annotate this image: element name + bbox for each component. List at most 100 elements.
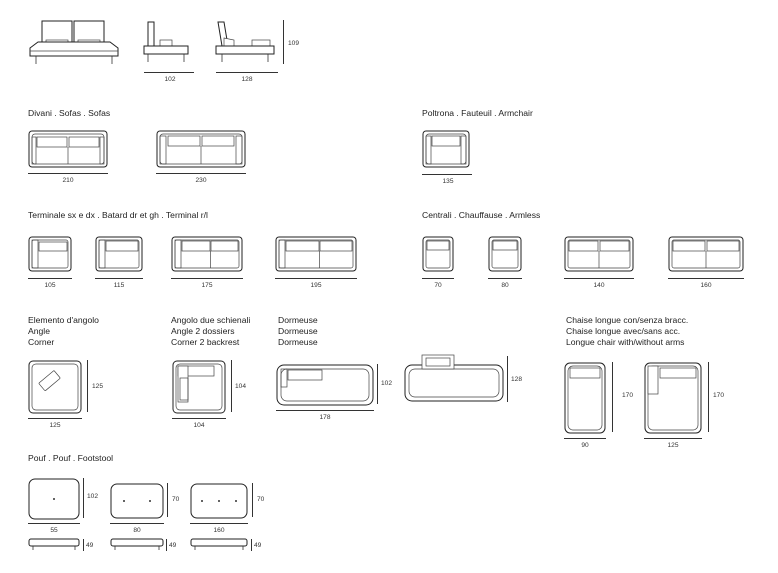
armless-160-plan bbox=[668, 236, 744, 272]
dormeuse-width-dim-line bbox=[276, 410, 374, 411]
armless-160-dim-line bbox=[668, 278, 744, 279]
armchair-dim-line bbox=[422, 174, 472, 175]
sofas-header: Divani . Sofas . Sofas bbox=[28, 108, 111, 118]
chaise2-depth-dim-line bbox=[708, 362, 709, 432]
corner2-header: Angolo due schienali Angle 2 dossiers Co… bbox=[171, 315, 250, 348]
chaise-header-line2: Chaise longue avec/sans acc. bbox=[566, 326, 681, 336]
chaise-plan bbox=[564, 362, 606, 434]
pouf-55-plan bbox=[28, 478, 80, 520]
corner2-width-dim-line bbox=[172, 418, 226, 419]
dormeuse2-depth-dim: 128 bbox=[511, 376, 523, 383]
corner-width-dim: 125 bbox=[49, 422, 61, 429]
top-side-a-dim: 102 bbox=[164, 76, 176, 83]
dormeuse-header-line1: Dormeuse bbox=[278, 315, 318, 325]
pouf-55-depth-dim-line bbox=[83, 478, 84, 518]
chaise-width-dim: 90 bbox=[581, 442, 589, 449]
chaise-depth-dim-line bbox=[612, 362, 613, 432]
top-height-dim-line bbox=[283, 20, 284, 64]
pouf-160-width-dim-line bbox=[190, 523, 248, 524]
terminal-175-plan bbox=[171, 236, 243, 272]
terminal-105-plan bbox=[28, 236, 72, 272]
corner2-depth-dim: 104 bbox=[235, 383, 247, 390]
pouf-55-height-dim: 49 bbox=[86, 542, 94, 549]
dormeuse-header-line3: Dormeuse bbox=[278, 337, 318, 347]
pouf-80-height-dim-line bbox=[166, 539, 167, 551]
chaise-header-line3: Longue chair with/without arms bbox=[566, 337, 685, 347]
corner-depth-dim-line bbox=[87, 360, 88, 412]
armless-80-plan bbox=[488, 236, 522, 272]
sofa-210-plan bbox=[28, 130, 108, 168]
terminals-header: Terminale sx e dx . Batard dr et gh . Te… bbox=[28, 210, 208, 220]
corner2-depth-dim-line bbox=[231, 360, 232, 412]
pouf-80-height-dim: 49 bbox=[169, 542, 177, 549]
armless-70-dim-line bbox=[422, 278, 454, 279]
corner2-header-line2: Angle 2 dossiers bbox=[171, 326, 235, 336]
terminal-175-dim-line bbox=[171, 278, 243, 279]
armchair-plan bbox=[422, 130, 470, 168]
armless-140-dim: 140 bbox=[593, 282, 605, 289]
corner-depth-dim: 125 bbox=[92, 383, 104, 390]
pouf-160-width-dim: 160 bbox=[213, 527, 225, 534]
dormeuse2-depth-dim-line bbox=[507, 356, 508, 402]
dormeuse2-plan bbox=[404, 354, 504, 402]
pouf-160-elevation bbox=[190, 538, 248, 550]
armless-80-dim: 80 bbox=[501, 282, 509, 289]
corner-header-line1: Elemento d'angolo bbox=[28, 315, 99, 325]
dormeuse-header: Dormeuse Dormeuse Dormeuse bbox=[278, 315, 318, 348]
top-side-b-dim-line bbox=[216, 72, 278, 73]
dormeuse-width-dim: 178 bbox=[319, 414, 331, 421]
pouf-80-width-dim-line bbox=[110, 523, 164, 524]
armless-160-dim: 160 bbox=[700, 282, 712, 289]
sofa-side-view-b bbox=[215, 21, 275, 62]
pouf-80-width-dim: 80 bbox=[133, 527, 141, 534]
sofa-side-view-a bbox=[143, 21, 189, 62]
armless-70-plan bbox=[422, 236, 454, 272]
top-side-a-dim-line bbox=[144, 72, 194, 73]
pouf-160-plan bbox=[190, 483, 248, 519]
chaise2-plan bbox=[644, 362, 702, 434]
pouf-55-height-dim-line bbox=[83, 539, 84, 551]
chaise2-width-dim-line bbox=[644, 438, 702, 439]
terminal-175-dim: 175 bbox=[201, 282, 213, 289]
top-height-dim: 109 bbox=[288, 40, 300, 47]
armless-140-plan bbox=[564, 236, 634, 272]
pouf-80-depth-dim-line bbox=[167, 483, 168, 517]
pouf-55-depth-dim: 102 bbox=[87, 493, 99, 500]
terminal-195-plan bbox=[275, 236, 357, 272]
corner-width-dim-line bbox=[28, 418, 82, 419]
dormeuse-depth-dim: 102 bbox=[381, 380, 393, 387]
corner-header-line3: Corner bbox=[28, 337, 55, 347]
corner-plan bbox=[28, 360, 82, 414]
armchair-dim: 135 bbox=[442, 178, 454, 185]
terminal-115-plan bbox=[95, 236, 143, 272]
pouf-160-height-dim: 49 bbox=[254, 542, 262, 549]
top-side-b-dim: 128 bbox=[241, 76, 253, 83]
chaise2-depth-dim: 170 bbox=[713, 392, 725, 399]
terminal-115-dim-line bbox=[95, 278, 143, 279]
pouf-160-depth-dim: 70 bbox=[257, 496, 265, 503]
chaise-depth-dim: 170 bbox=[622, 392, 634, 399]
pouf-80-plan bbox=[110, 483, 164, 519]
armless-80-dim-line bbox=[488, 278, 522, 279]
corner2-header-line1: Angolo due schienali bbox=[171, 315, 251, 325]
corner-header: Elemento d'angolo Angle Corner bbox=[28, 315, 99, 348]
chaise-width-dim-line bbox=[564, 438, 606, 439]
chaise-header: Chaise longue con/senza bracc. Chaise lo… bbox=[566, 315, 688, 348]
armchair-header: Poltrona . Fauteuil . Armchair bbox=[422, 108, 533, 118]
corner-header-line2: Angle bbox=[28, 326, 50, 336]
dormeuse-depth-dim-line bbox=[377, 364, 378, 404]
chaise-header-line1: Chaise longue con/senza bracc. bbox=[566, 315, 689, 325]
pouf-55-elevation bbox=[28, 538, 80, 550]
pouf-160-height-dim-line bbox=[251, 539, 252, 551]
sofa-front-view bbox=[29, 20, 119, 64]
armless-70-dim: 70 bbox=[434, 282, 442, 289]
sofa-230-plan bbox=[156, 130, 246, 168]
pouf-80-elevation bbox=[110, 538, 164, 550]
sofa-230-dim: 230 bbox=[195, 177, 207, 184]
sofa-230-dim-line bbox=[156, 173, 246, 174]
terminal-105-dim: 105 bbox=[44, 282, 56, 289]
armless-header: Centrali . Chauffause . Armless bbox=[422, 210, 541, 220]
corner2-plan bbox=[172, 360, 226, 414]
corner2-header-line3: Corner 2 backrest bbox=[171, 337, 240, 347]
pouf-55-width-dim-line bbox=[28, 523, 80, 524]
